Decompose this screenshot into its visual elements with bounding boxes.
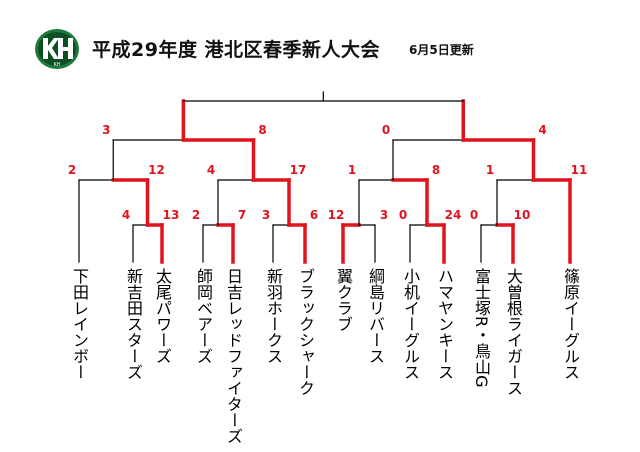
score-label: 4 — [206, 163, 216, 177]
score-label: 4 — [121, 208, 131, 222]
team-name: 翼クラブ — [334, 268, 353, 332]
team-name: ブラックシャーク — [296, 268, 315, 396]
score-label: 2 — [67, 163, 77, 177]
team-name: 新羽ホークス — [264, 268, 283, 364]
team-name: 太尾パワーズ — [153, 268, 172, 364]
team-name: 綱島リバース — [366, 268, 385, 364]
updated-date: 6月5日更新 — [409, 43, 474, 57]
team-name: 小机イーグルス — [401, 268, 420, 380]
team-name: 日吉レッドファイターズ — [224, 268, 243, 444]
score-label: 0 — [381, 123, 391, 137]
score-label: 4 — [538, 123, 547, 137]
logo-icon: KH — [35, 29, 79, 69]
team-name: 富士塚R・鳥山G — [472, 268, 491, 388]
score-label: 8 — [258, 123, 267, 137]
page-title: 平成29年度 港北区春季新人大会 — [92, 39, 381, 61]
score-label: 8 — [431, 163, 441, 177]
score-label: 2 — [191, 208, 201, 222]
score-label: 12 — [148, 163, 165, 177]
score-label: 12 — [327, 208, 345, 222]
score-label: 3 — [261, 208, 271, 222]
score-label: 0 — [398, 208, 408, 222]
team-name: 新吉田スターズ — [124, 268, 143, 380]
score-label: 17 — [289, 163, 307, 177]
score-label: 11 — [570, 163, 588, 177]
score-label: 1 — [485, 163, 495, 177]
team-name: ハマヤンキース — [435, 268, 454, 380]
score-label: 7 — [237, 208, 247, 222]
score-label: 13 — [162, 208, 180, 222]
team-name: 師岡ベアーズ — [194, 268, 213, 364]
logo-text: KH — [53, 62, 60, 68]
score-label: 0 — [469, 208, 479, 222]
score-label: 24 — [444, 208, 462, 222]
team-name: 篠原イーグルス — [561, 268, 580, 380]
score-label: 3 — [379, 208, 389, 222]
score-label: 1 — [347, 163, 357, 177]
score-label: 6 — [309, 208, 319, 222]
score-label: 10 — [513, 208, 531, 222]
team-name: 下田レインボー — [70, 268, 89, 380]
score-label: 3 — [102, 123, 111, 137]
team-name: 大曽根ライガース — [504, 268, 523, 396]
